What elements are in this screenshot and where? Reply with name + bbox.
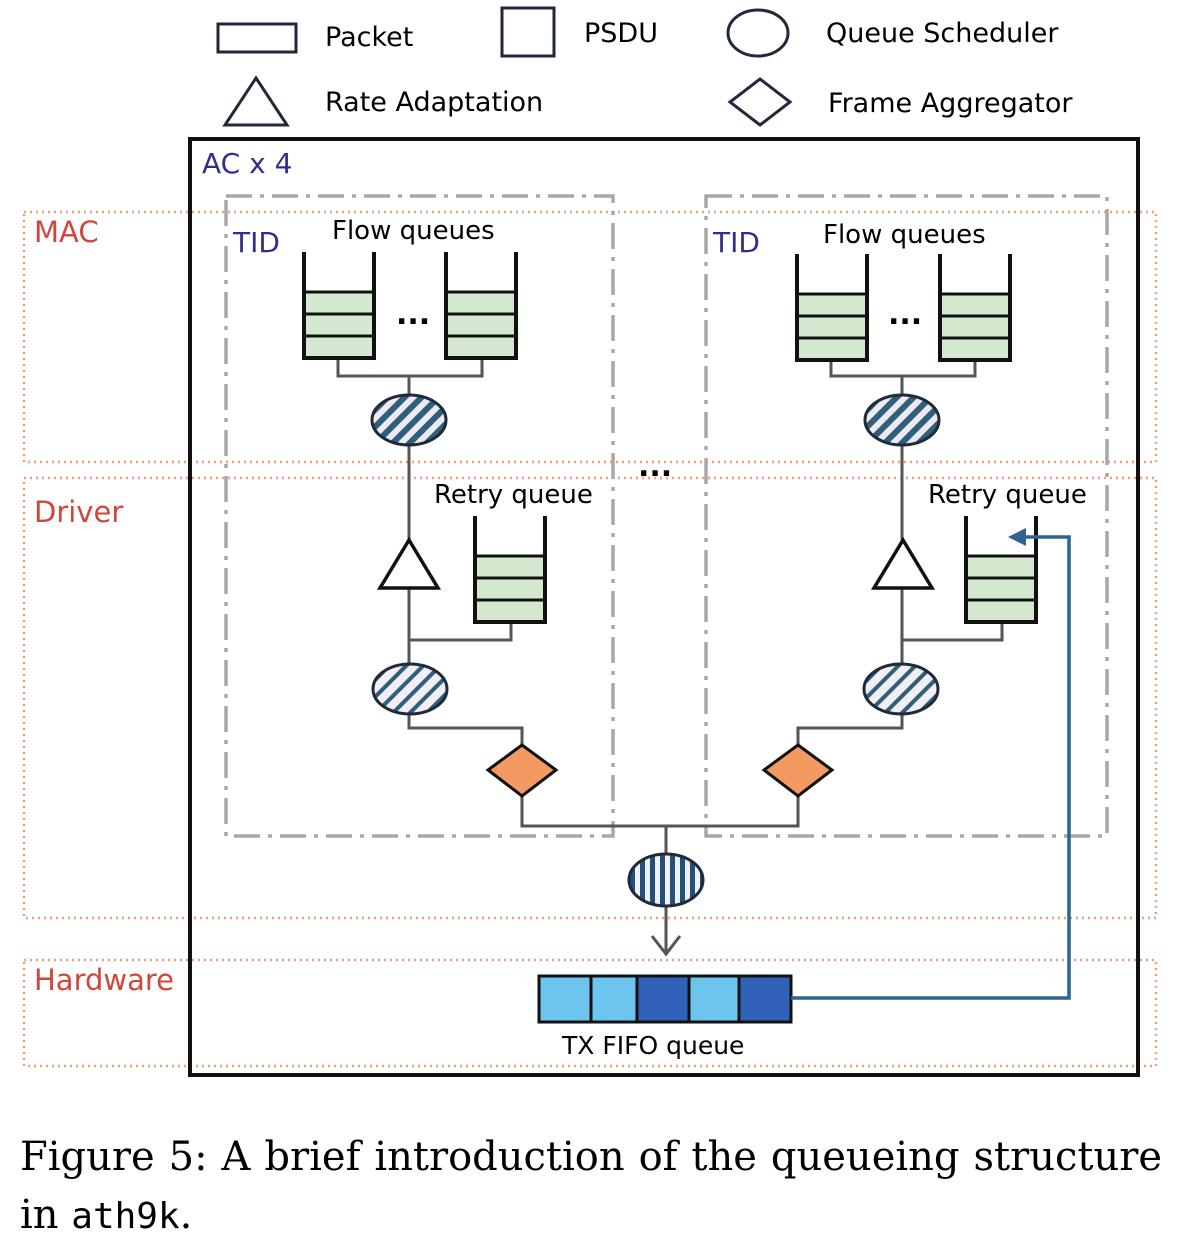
frame-aggregator-left: [485, 743, 559, 798]
packet-icon: [216, 22, 298, 54]
hardware-layer: [22, 958, 1158, 1068]
retry-queue-right: [964, 516, 1038, 624]
ac-container: [188, 137, 1140, 1077]
tx-fifo-label: TX FIFO queue: [561, 1031, 744, 1060]
caption-suffix: .: [179, 1192, 193, 1238]
tid-right-label: TID: [712, 226, 760, 259]
tid-right-flow-ellipsis: ...: [888, 297, 922, 332]
tid-right-flow-queues-label: Flow queues: [823, 220, 986, 250]
driver-layer: [22, 476, 1158, 920]
caption-prefix: Figure 5: A brief introduction of the qu…: [20, 1134, 1162, 1238]
psdu-icon: [500, 6, 556, 58]
retry-queue-left: [473, 516, 547, 624]
flow-queue-right-2: [938, 254, 1012, 362]
legend-rate-adaptation-label: Rate Adaptation: [325, 87, 543, 118]
queue-scheduler-left-driver: [371, 662, 449, 716]
connectors: [336, 360, 1004, 957]
queueing-diagram: Packet PSDU Queue Scheduler Rate Adaptat…: [22, 6, 1158, 1077]
queue-scheduler-hardware: [627, 852, 705, 908]
tid-left-label: TID: [232, 226, 280, 259]
mac-layer: [22, 210, 1158, 464]
queue-scheduler-icon: [726, 8, 790, 58]
rate-adaptation-left: [376, 536, 442, 590]
flow-queue-left-2: [444, 252, 518, 360]
queue-scheduler-left-mac: [370, 393, 448, 447]
tid-left-flow-queues-label: Flow queues: [332, 216, 495, 246]
ac-container-label: AC x 4: [202, 147, 292, 180]
tid-right-content: ... Retry queue: [761, 254, 1087, 798]
caption-code: ath9k: [71, 1196, 180, 1237]
queue-scheduler-right-driver: [862, 662, 940, 716]
layer-bands: MAC Driver Hardware: [22, 210, 1158, 1068]
mac-layer-label: MAC: [34, 215, 99, 249]
figure-caption: Figure 5: A brief introduction of the qu…: [20, 1128, 1162, 1246]
tid-right-retry-queue-label: Retry queue: [928, 480, 1087, 510]
retry-feedback-arrow: [791, 528, 1071, 1000]
rate-adaptation-icon: [222, 75, 290, 127]
legend: Packet PSDU Queue Scheduler Rate Adaptat…: [216, 6, 1073, 127]
queue-scheduler-right-mac: [863, 393, 941, 447]
frame-aggregator-right: [761, 743, 835, 798]
between-tids-ellipsis: ...: [638, 449, 672, 484]
tid-box-right: [704, 194, 1109, 838]
tx-fifo-queue: [537, 974, 793, 1024]
frame-aggregator-icon: [727, 77, 793, 127]
flow-queue-right-1: [795, 254, 869, 362]
legend-psdu-label: PSDU: [584, 18, 658, 49]
flow-queue-left-1: [302, 252, 376, 360]
rate-adaptation-right: [870, 536, 936, 590]
driver-layer-label: Driver: [34, 495, 123, 529]
tid-left-content: ... Retry queue: [302, 252, 593, 798]
legend-queue-scheduler-label: Queue Scheduler: [826, 18, 1059, 49]
legend-packet-label: Packet: [325, 22, 413, 53]
legend-frame-aggregator-label: Frame Aggregator: [828, 88, 1073, 119]
hardware-layer-label: Hardware: [34, 963, 174, 997]
tid-left-retry-queue-label: Retry queue: [434, 480, 593, 510]
tid-left-flow-ellipsis: ...: [396, 297, 430, 332]
tid-box-left: [224, 194, 615, 838]
